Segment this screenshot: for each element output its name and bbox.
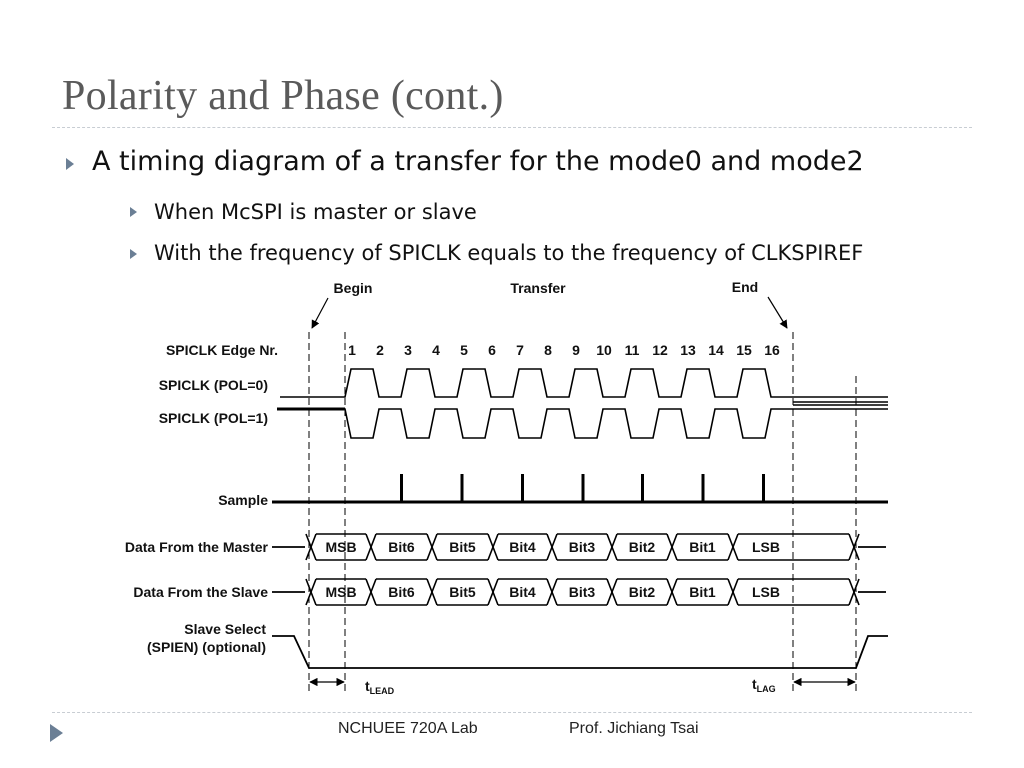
t-lag-label: tLAG xyxy=(752,676,776,694)
data-master-bus: MSB Bit6 Bit5 Bit4 Bit3 Bit2 Bit1 LSB xyxy=(272,533,886,561)
bit-label: Bit1 xyxy=(689,539,716,555)
sub-bullet-1: When McSPI is master or slave xyxy=(154,200,477,224)
slave-select-waveform xyxy=(272,635,888,669)
data-master-label: Data From the Master xyxy=(125,539,269,555)
next-slide-icon[interactable] xyxy=(50,724,63,742)
data-slave-bus: MSB Bit6 Bit5 Bit4 Bit3 Bit2 Bit1 LSB xyxy=(272,578,886,606)
edge-number: 10 xyxy=(596,342,612,358)
begin-label: Begin xyxy=(334,280,373,296)
slave-select-label-2: (SPIEN) (optional) xyxy=(147,639,266,655)
sub-bullet-arrow-icon xyxy=(130,249,137,259)
bullet-arrow-icon xyxy=(66,158,74,170)
bit-label: Bit2 xyxy=(629,539,656,555)
bit-label: Bit4 xyxy=(509,584,536,600)
footer-author: Prof. Jichiang Tsai xyxy=(569,720,699,737)
edge-number: 9 xyxy=(572,342,580,358)
begin-arrow xyxy=(311,297,329,329)
edge-number: 16 xyxy=(764,342,780,358)
bit-label: MSB xyxy=(325,539,356,555)
end-label: End xyxy=(732,279,758,295)
bullet-main: A timing diagram of a transfer for the m… xyxy=(92,146,864,177)
edge-number: 15 xyxy=(736,342,752,358)
footer-divider xyxy=(52,712,972,713)
edge-number-label: SPICLK Edge Nr. xyxy=(166,342,278,358)
boundary-dashes xyxy=(308,332,857,692)
slide-title: Polarity and Phase (cont.) xyxy=(62,73,504,119)
edge-number: 6 xyxy=(488,342,496,358)
bit-label: Bit3 xyxy=(569,584,596,600)
bit-label: Bit3 xyxy=(569,539,596,555)
bit-label: Bit2 xyxy=(629,584,656,600)
edge-number: 11 xyxy=(625,342,640,358)
sample-label: Sample xyxy=(218,492,268,508)
edge-number: 7 xyxy=(516,342,524,358)
clk-pol1-waveform xyxy=(280,408,888,439)
clk-pol1-label: SPICLK (POL=1) xyxy=(159,410,268,426)
edge-number: 2 xyxy=(376,342,384,358)
edge-number: 1 xyxy=(348,342,356,358)
bit-label: MSB xyxy=(325,584,356,600)
bit-label: LSB xyxy=(752,539,780,555)
sub-bullet-2: With the frequency of SPICLK equals to t… xyxy=(154,241,864,265)
t-lead-label: tLEAD xyxy=(365,678,395,696)
edge-number: 5 xyxy=(460,342,468,358)
bit-label: Bit1 xyxy=(689,584,716,600)
bit-label: Bit6 xyxy=(388,584,415,600)
edge-number: 13 xyxy=(680,342,696,358)
data-slave-label: Data From the Slave xyxy=(133,584,268,600)
clk-pol0-waveform xyxy=(280,368,888,398)
edge-number: 8 xyxy=(544,342,552,358)
bit-label: Bit4 xyxy=(509,539,536,555)
bit-label: Bit5 xyxy=(449,539,476,555)
bit-label: Bit5 xyxy=(449,584,476,600)
edge-number: 12 xyxy=(652,342,668,358)
slave-select-label: Slave Select xyxy=(184,621,266,637)
edge-number: 14 xyxy=(708,342,724,358)
bit-label: LSB xyxy=(752,584,780,600)
edge-number: 3 xyxy=(404,342,412,358)
clk-pol0-label: SPICLK (POL=0) xyxy=(159,377,268,393)
sample-ticks xyxy=(400,474,765,502)
transfer-label: Transfer xyxy=(510,280,566,296)
title-divider xyxy=(52,127,972,128)
edge-number: 4 xyxy=(432,342,440,358)
bit-label: Bit6 xyxy=(388,539,415,555)
end-arrow xyxy=(767,296,788,329)
sub-bullet-arrow-icon xyxy=(130,207,137,217)
footer-lab: NCHUEE 720A Lab xyxy=(338,720,478,737)
